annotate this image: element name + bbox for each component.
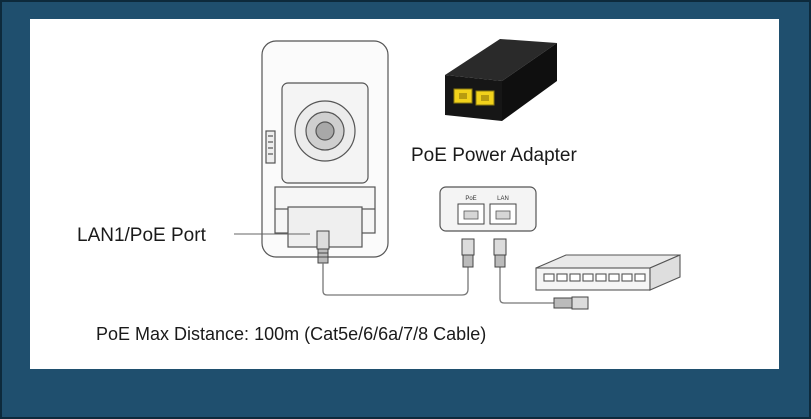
- max-distance-label: PoE Max Distance: 100m (Cat5e/6/6a/7/8 C…: [96, 324, 487, 344]
- cable-injector-to-switch: [499, 263, 554, 304]
- connection-diagram: PoE LAN: [234, 39, 681, 310]
- switch-cable-connector: [553, 296, 589, 310]
- access-point-device: [261, 40, 389, 258]
- diagram-panel: PoE LAN: [30, 19, 779, 369]
- network-switch: [535, 254, 681, 291]
- port-label-lan: LAN: [497, 196, 509, 202]
- port-label-poe: PoE: [465, 196, 476, 202]
- adapter-label: PoE Power Adapter: [411, 145, 577, 166]
- poe-power-adapter: [445, 39, 557, 121]
- ap-cable-connector: [316, 230, 330, 264]
- injector-cable-connectors: [461, 238, 507, 268]
- poe-injector: PoE LAN: [439, 186, 537, 232]
- lan1-port-label: LAN1/PoE Port: [77, 225, 206, 246]
- cable-ap-to-injector: [322, 263, 469, 296]
